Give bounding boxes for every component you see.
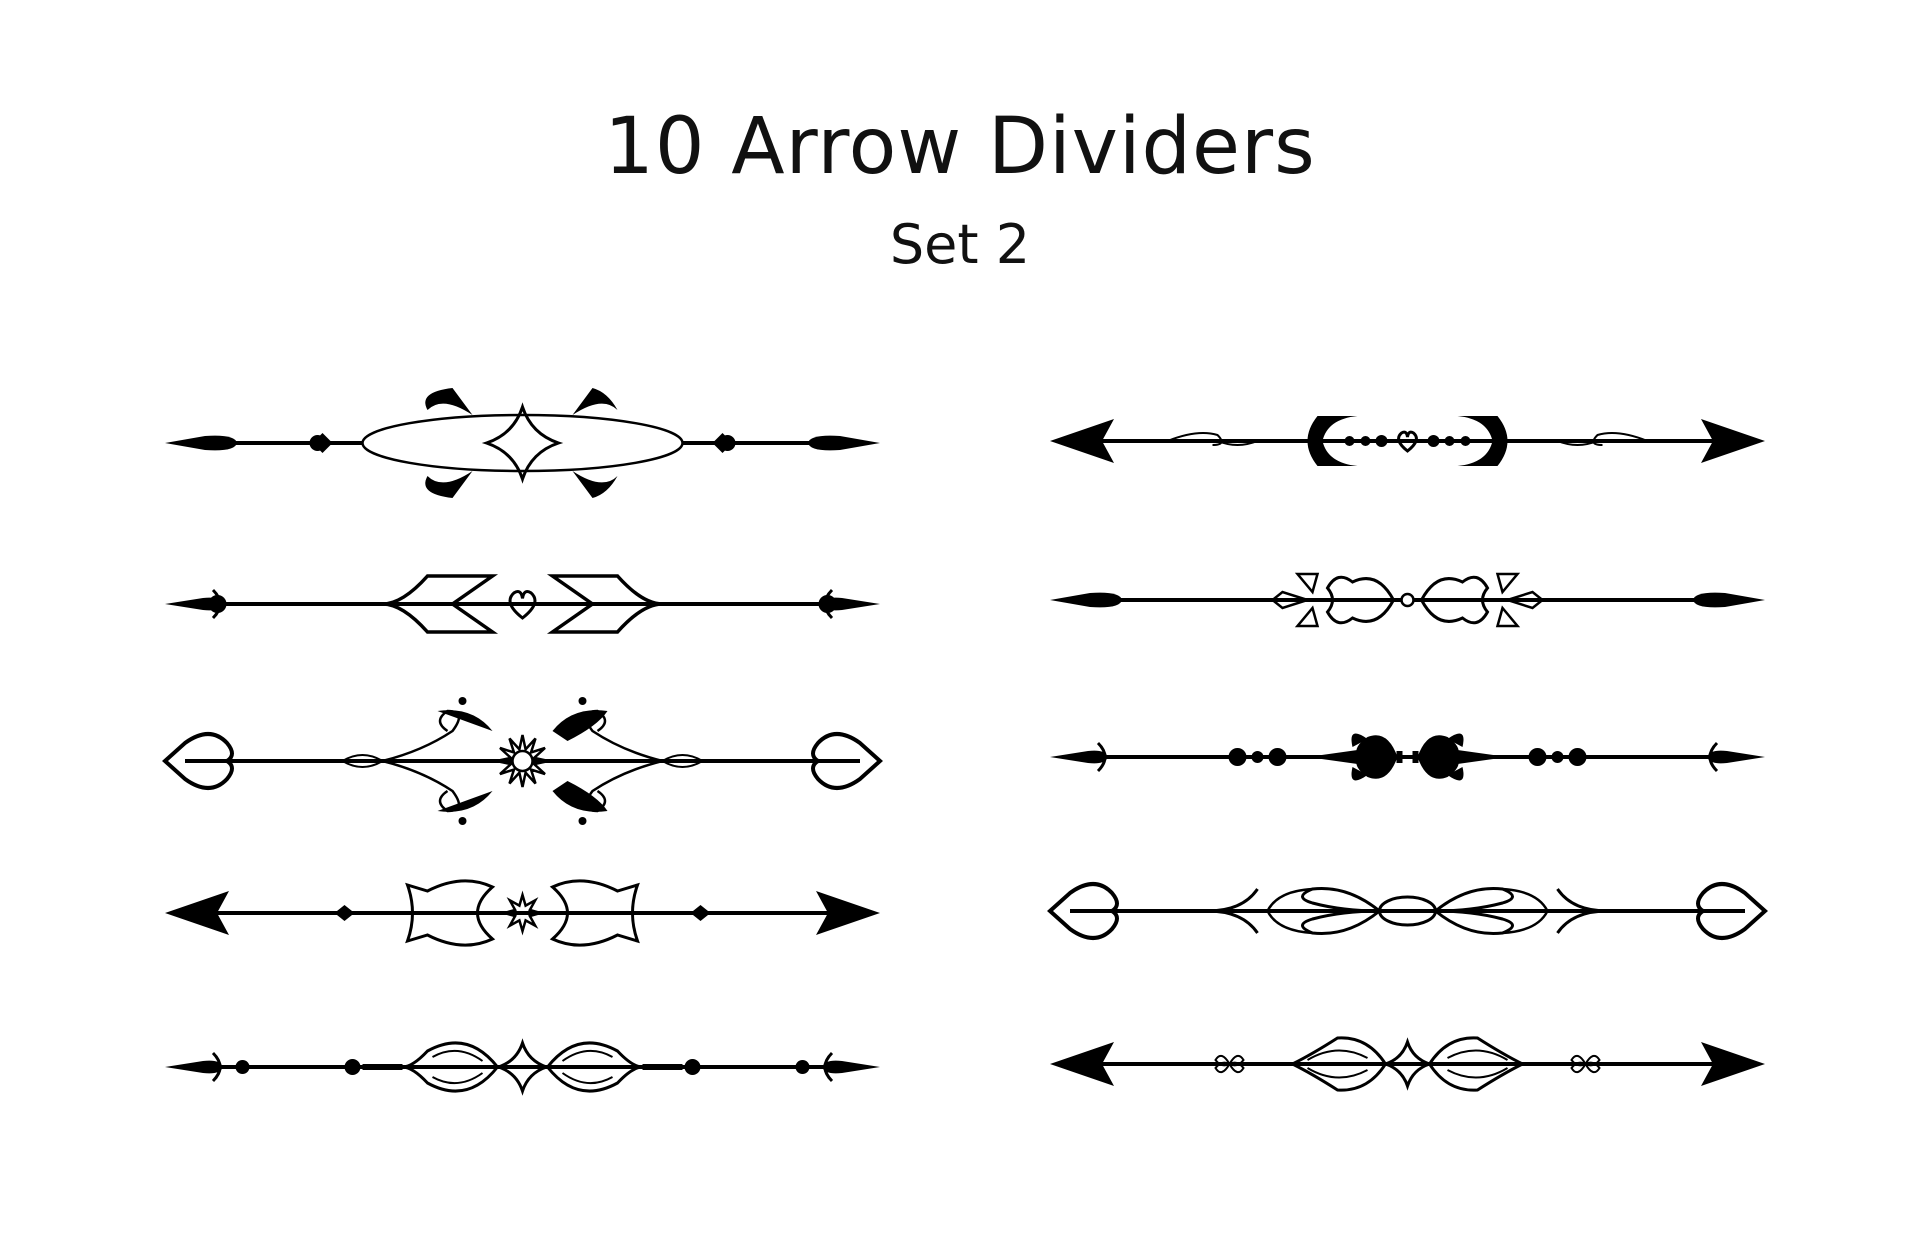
divider-3 xyxy=(162,697,883,825)
arrowhead-left-head xyxy=(1050,1042,1114,1086)
arrowhead-right-head xyxy=(1701,419,1765,463)
dart-left-head xyxy=(1050,592,1122,608)
dart-right-head xyxy=(1693,592,1765,608)
divider-5 xyxy=(165,1038,880,1096)
arrowhead-left-head xyxy=(1050,419,1114,463)
heart-outline-left-head xyxy=(1047,882,1119,940)
heart-outline-right-head xyxy=(1696,882,1768,940)
knot-oval-ornament xyxy=(1207,886,1608,936)
flared-dart-left-head xyxy=(1050,741,1108,773)
leaf-star-oval-ornament xyxy=(309,388,736,498)
feather-leaves-ornament xyxy=(235,1038,810,1096)
page-subtitle: Set 2 xyxy=(889,213,1031,276)
divider-2 xyxy=(165,574,880,634)
divider-7 xyxy=(1050,572,1765,628)
divider-10 xyxy=(1050,1036,1765,1092)
feather-bow-ornament xyxy=(1214,1036,1601,1092)
flared-dart-left-head xyxy=(165,1051,223,1083)
divider-6 xyxy=(1050,416,1765,466)
beads-fleur-ornament xyxy=(1228,733,1587,781)
divider-4 xyxy=(165,879,880,947)
page-title: 10 Arrow Dividers xyxy=(604,102,1316,192)
heart-outline-left-head xyxy=(162,732,234,790)
dots-heart-oval-ornament xyxy=(1167,416,1648,466)
flared-dart-right-head xyxy=(1707,741,1765,773)
scroll-sunburst-ornament xyxy=(340,697,705,825)
dart-left-head xyxy=(165,435,237,451)
flared-dart-right-head xyxy=(822,1051,880,1083)
leaf-heart-ornament xyxy=(208,574,837,634)
heart-outline-right-head xyxy=(811,732,883,790)
arrowhead-right-head xyxy=(1701,1042,1765,1086)
divider-8 xyxy=(1050,733,1765,781)
divider-9 xyxy=(1047,882,1768,940)
tulip-star-ornament xyxy=(192,879,853,947)
dart-right-head xyxy=(808,435,880,451)
petal-bow-ornament xyxy=(1270,572,1545,628)
divider-1 xyxy=(165,388,880,498)
